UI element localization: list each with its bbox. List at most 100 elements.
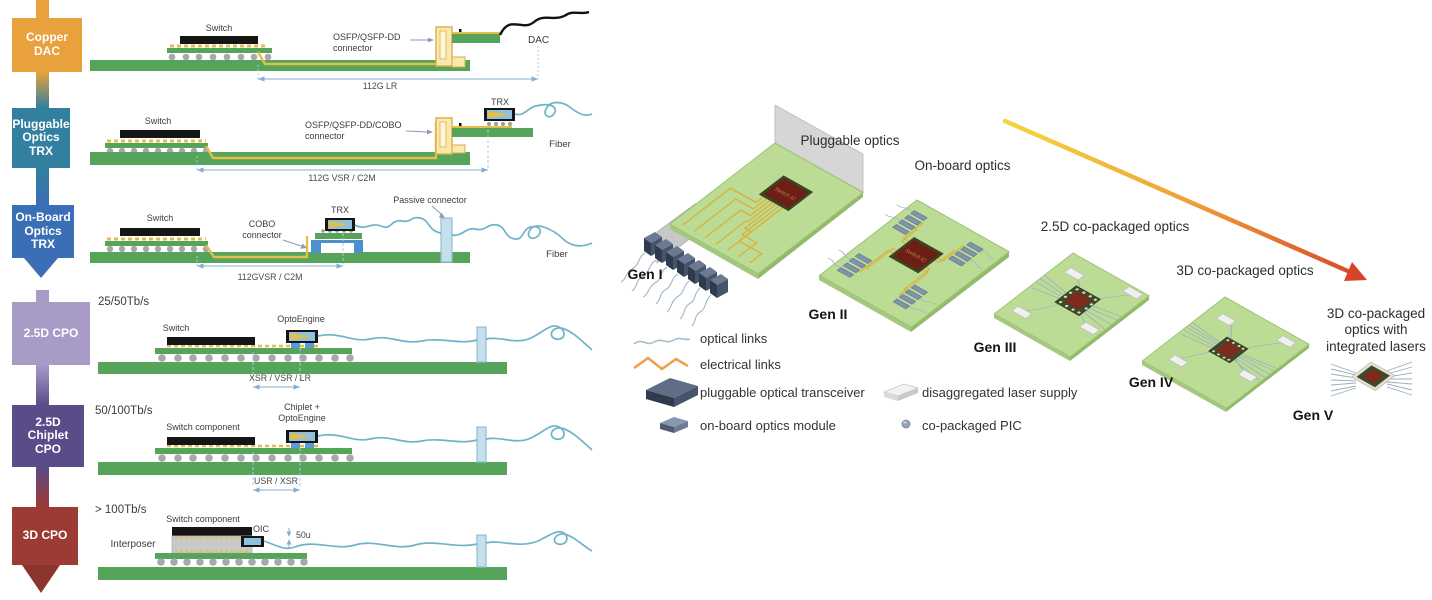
- switch-chip: [120, 130, 200, 138]
- switch-label: Switch: [206, 23, 233, 33]
- flow-stub-top: [36, 0, 49, 18]
- flow-step-onboard-optics-trx: On-Board Optics TRX: [12, 205, 74, 258]
- row-onboard-optics: Passive connector Switch COBO connector …: [90, 195, 593, 282]
- row-25d-cpo: 25/50Tb/s Switch OptoEngine XSR / VSR / …: [98, 296, 593, 390]
- switch-label: Switch: [147, 213, 174, 223]
- flow-step-3d-cpo: 3D CPO: [12, 507, 78, 565]
- reach-label: 112G VSR / C2M: [308, 173, 375, 183]
- module-fibers: [827, 204, 995, 314]
- switch-ic-chip: [888, 236, 944, 274]
- switch-ic-chip: [1215, 341, 1241, 359]
- fiber: [354, 216, 593, 247]
- legend-onboard-module: on-board optics module: [700, 418, 836, 433]
- flow-connector: [36, 467, 49, 507]
- passive-connector: [476, 426, 487, 463]
- connector-label-line1: OSFP/QSFP-DD: [333, 32, 401, 42]
- switch-ic-chip: [1064, 291, 1092, 310]
- switch-ic-chip: [1362, 369, 1384, 384]
- oic-label: OIC: [253, 524, 270, 534]
- stage-title-onboard-optics: On-board optics: [914, 158, 1011, 173]
- connector-label-line2: connector: [333, 43, 373, 53]
- passive-connector: [440, 217, 453, 263]
- substrate: [105, 143, 208, 148]
- gen4-board: [1141, 296, 1310, 412]
- passive-connector: [476, 534, 487, 568]
- row-copper-dac: Switch OSFP/QSFP-DD connector DAC 112G L…: [90, 10, 590, 91]
- legend-electrical-links: electrical links: [700, 357, 781, 372]
- substrate: [155, 553, 307, 559]
- laser-supplies: [1011, 267, 1144, 335]
- co-packaged-pics: [1058, 288, 1098, 314]
- pcb: [98, 462, 507, 475]
- gap-label: 50u: [296, 530, 311, 540]
- fiber: [263, 530, 593, 552]
- gen5-label: Gen V: [1292, 407, 1334, 423]
- optoengine-label: OptoEngine: [277, 314, 325, 324]
- flow-step-pluggable-optics-trx: Pluggable Optics TRX: [12, 108, 70, 168]
- switch-label: Switch: [145, 116, 172, 126]
- chiplet-optoengine-module: [286, 430, 318, 448]
- gap-arrow-down: [286, 531, 292, 537]
- gen4-label: Gen IV: [1128, 374, 1174, 390]
- capacity-label: 50/100Tb/s: [95, 405, 153, 417]
- flow-stub: [36, 290, 49, 302]
- substrate: [155, 448, 352, 454]
- trx-carrier-board: [452, 128, 533, 137]
- label-pointer-arrow: [427, 129, 433, 135]
- co-packaged-pics: [1212, 339, 1245, 361]
- electrical-link-icon: [633, 356, 689, 371]
- trx-label: TRX: [331, 205, 349, 215]
- electrical-trace: [205, 236, 309, 259]
- board-traces: [681, 187, 785, 264]
- trx-module: [484, 108, 515, 126]
- gen3-board: [993, 252, 1150, 361]
- chiplet-label-line1: Chiplet +: [284, 402, 320, 412]
- stage-title-3d-cpo: 3D co-packaged optics: [1176, 263, 1314, 278]
- reach-label: 112G LR: [363, 81, 398, 91]
- gen2-label: Gen II: [808, 306, 848, 322]
- pluggable-transceiver-icon: [646, 378, 698, 407]
- pcb: [90, 60, 470, 71]
- evolution-illustration: Switch IC: [620, 104, 1413, 412]
- reach-label: USR / XSR: [254, 476, 298, 486]
- fiber: [317, 325, 593, 351]
- stage-title-3d-cpo-integrated: 3D co-packaged optics with integrated la…: [1326, 306, 1426, 354]
- connector-label-line1: OSFP/QSFP-DD/COBO: [305, 120, 402, 130]
- capacity-label: 25/50Tb/s: [98, 296, 149, 308]
- dangling-fibers: [620, 252, 712, 327]
- bga-balls: [158, 454, 354, 462]
- evolution-arrow: [1002, 118, 1353, 275]
- switch-chip: [120, 228, 200, 236]
- flow-step-25d-chiplet-cpo: 2.5D Chiplet CPO: [12, 405, 84, 467]
- legend-co-packaged-pic: co-packaged PIC: [922, 418, 1022, 433]
- legend-laser-supply: disaggregated laser supply: [922, 385, 1078, 400]
- fiber: [317, 425, 593, 451]
- flow-step-copper-dac: Copper DAC: [12, 18, 82, 72]
- switch-chip: [180, 36, 258, 44]
- row-25d-chiplet-cpo: 50/100Tb/s Switch component Chiplet + Op…: [95, 402, 593, 493]
- optoengine-module: [286, 330, 318, 348]
- label-pointer-arrow: [438, 212, 445, 218]
- connector-label-line2: connector: [305, 131, 345, 141]
- switch-chip: [167, 337, 255, 345]
- evolution-arrowhead: [1344, 262, 1367, 281]
- row-3d-cpo: > 100Tb/s Switch component Interposer OI…: [95, 504, 593, 580]
- flow-connector: [36, 72, 49, 108]
- connector-label-line2: connector: [242, 230, 282, 240]
- substrate: [105, 241, 208, 246]
- bga-balls: [168, 53, 272, 61]
- row-pluggable-optics: Switch OSFP/QSFP-DD/COBO connector TRX F…: [90, 97, 593, 183]
- gen2-board: Switch IC: [818, 199, 1010, 332]
- switch-label: Switch component: [166, 514, 240, 524]
- flow-arrowhead: [22, 565, 60, 593]
- passive-connector-label: Passive connector: [393, 195, 467, 205]
- board-top: [669, 142, 864, 275]
- bga-balls: [158, 354, 354, 362]
- bga-balls: [157, 558, 308, 566]
- laser-supplies: [1168, 313, 1297, 383]
- reach-label: 112GVSR / C2M: [238, 272, 303, 282]
- switch-label: Switch component: [166, 422, 240, 432]
- radiating-fibers: [1330, 361, 1413, 397]
